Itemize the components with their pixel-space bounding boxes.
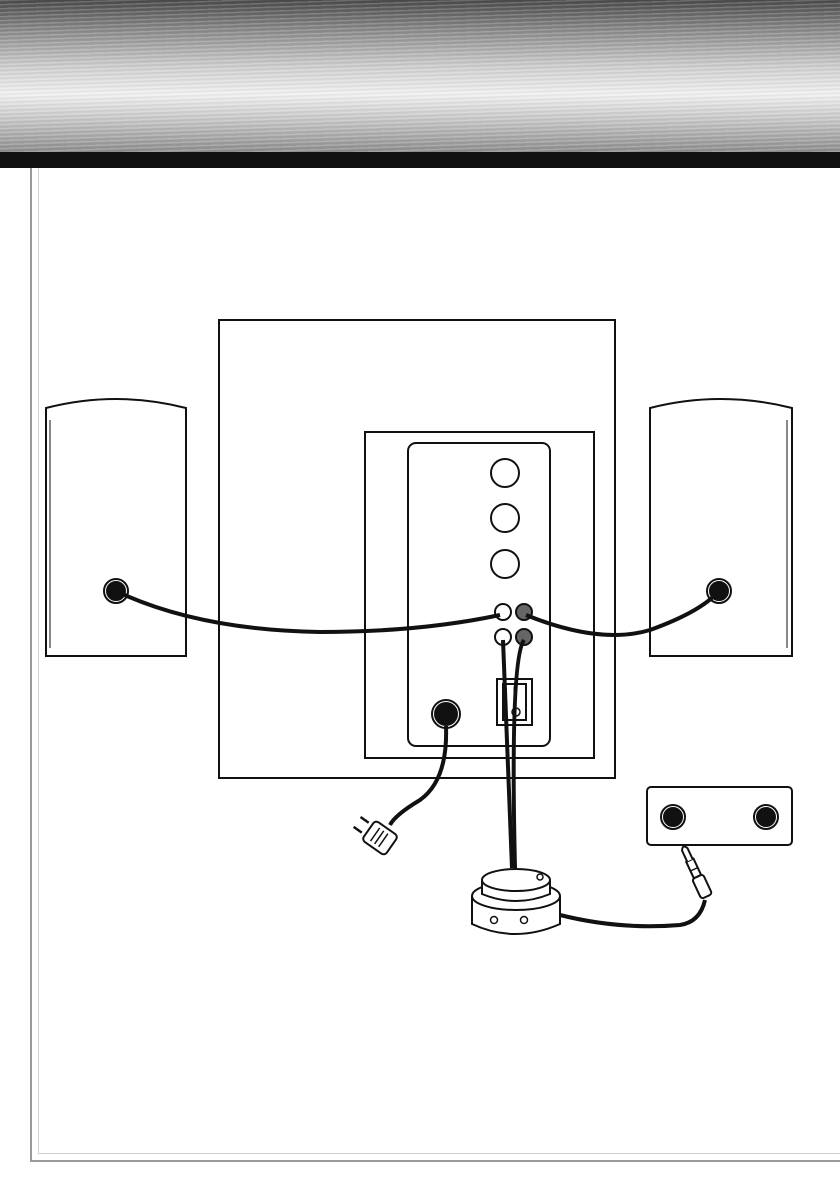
power-cord-socket-icon	[435, 703, 457, 725]
left-speaker	[46, 399, 186, 656]
knob-1-icon[interactable]	[491, 459, 519, 487]
sound-card-output-icon	[647, 787, 792, 845]
volume-knob-icon[interactable]	[472, 869, 560, 934]
mains-plug-icon	[350, 812, 398, 856]
source-jack-2-icon	[757, 808, 775, 826]
source-jack-1-icon	[664, 808, 682, 826]
knob-3-icon[interactable]	[491, 550, 519, 578]
jack-output-left-icon[interactable]	[495, 604, 511, 620]
jack-plug-icon	[678, 844, 712, 899]
right-speaker	[650, 399, 792, 656]
left-speaker-jack-icon	[107, 582, 125, 600]
knob-2-icon[interactable]	[491, 504, 519, 532]
audio-source-cable	[560, 900, 705, 926]
